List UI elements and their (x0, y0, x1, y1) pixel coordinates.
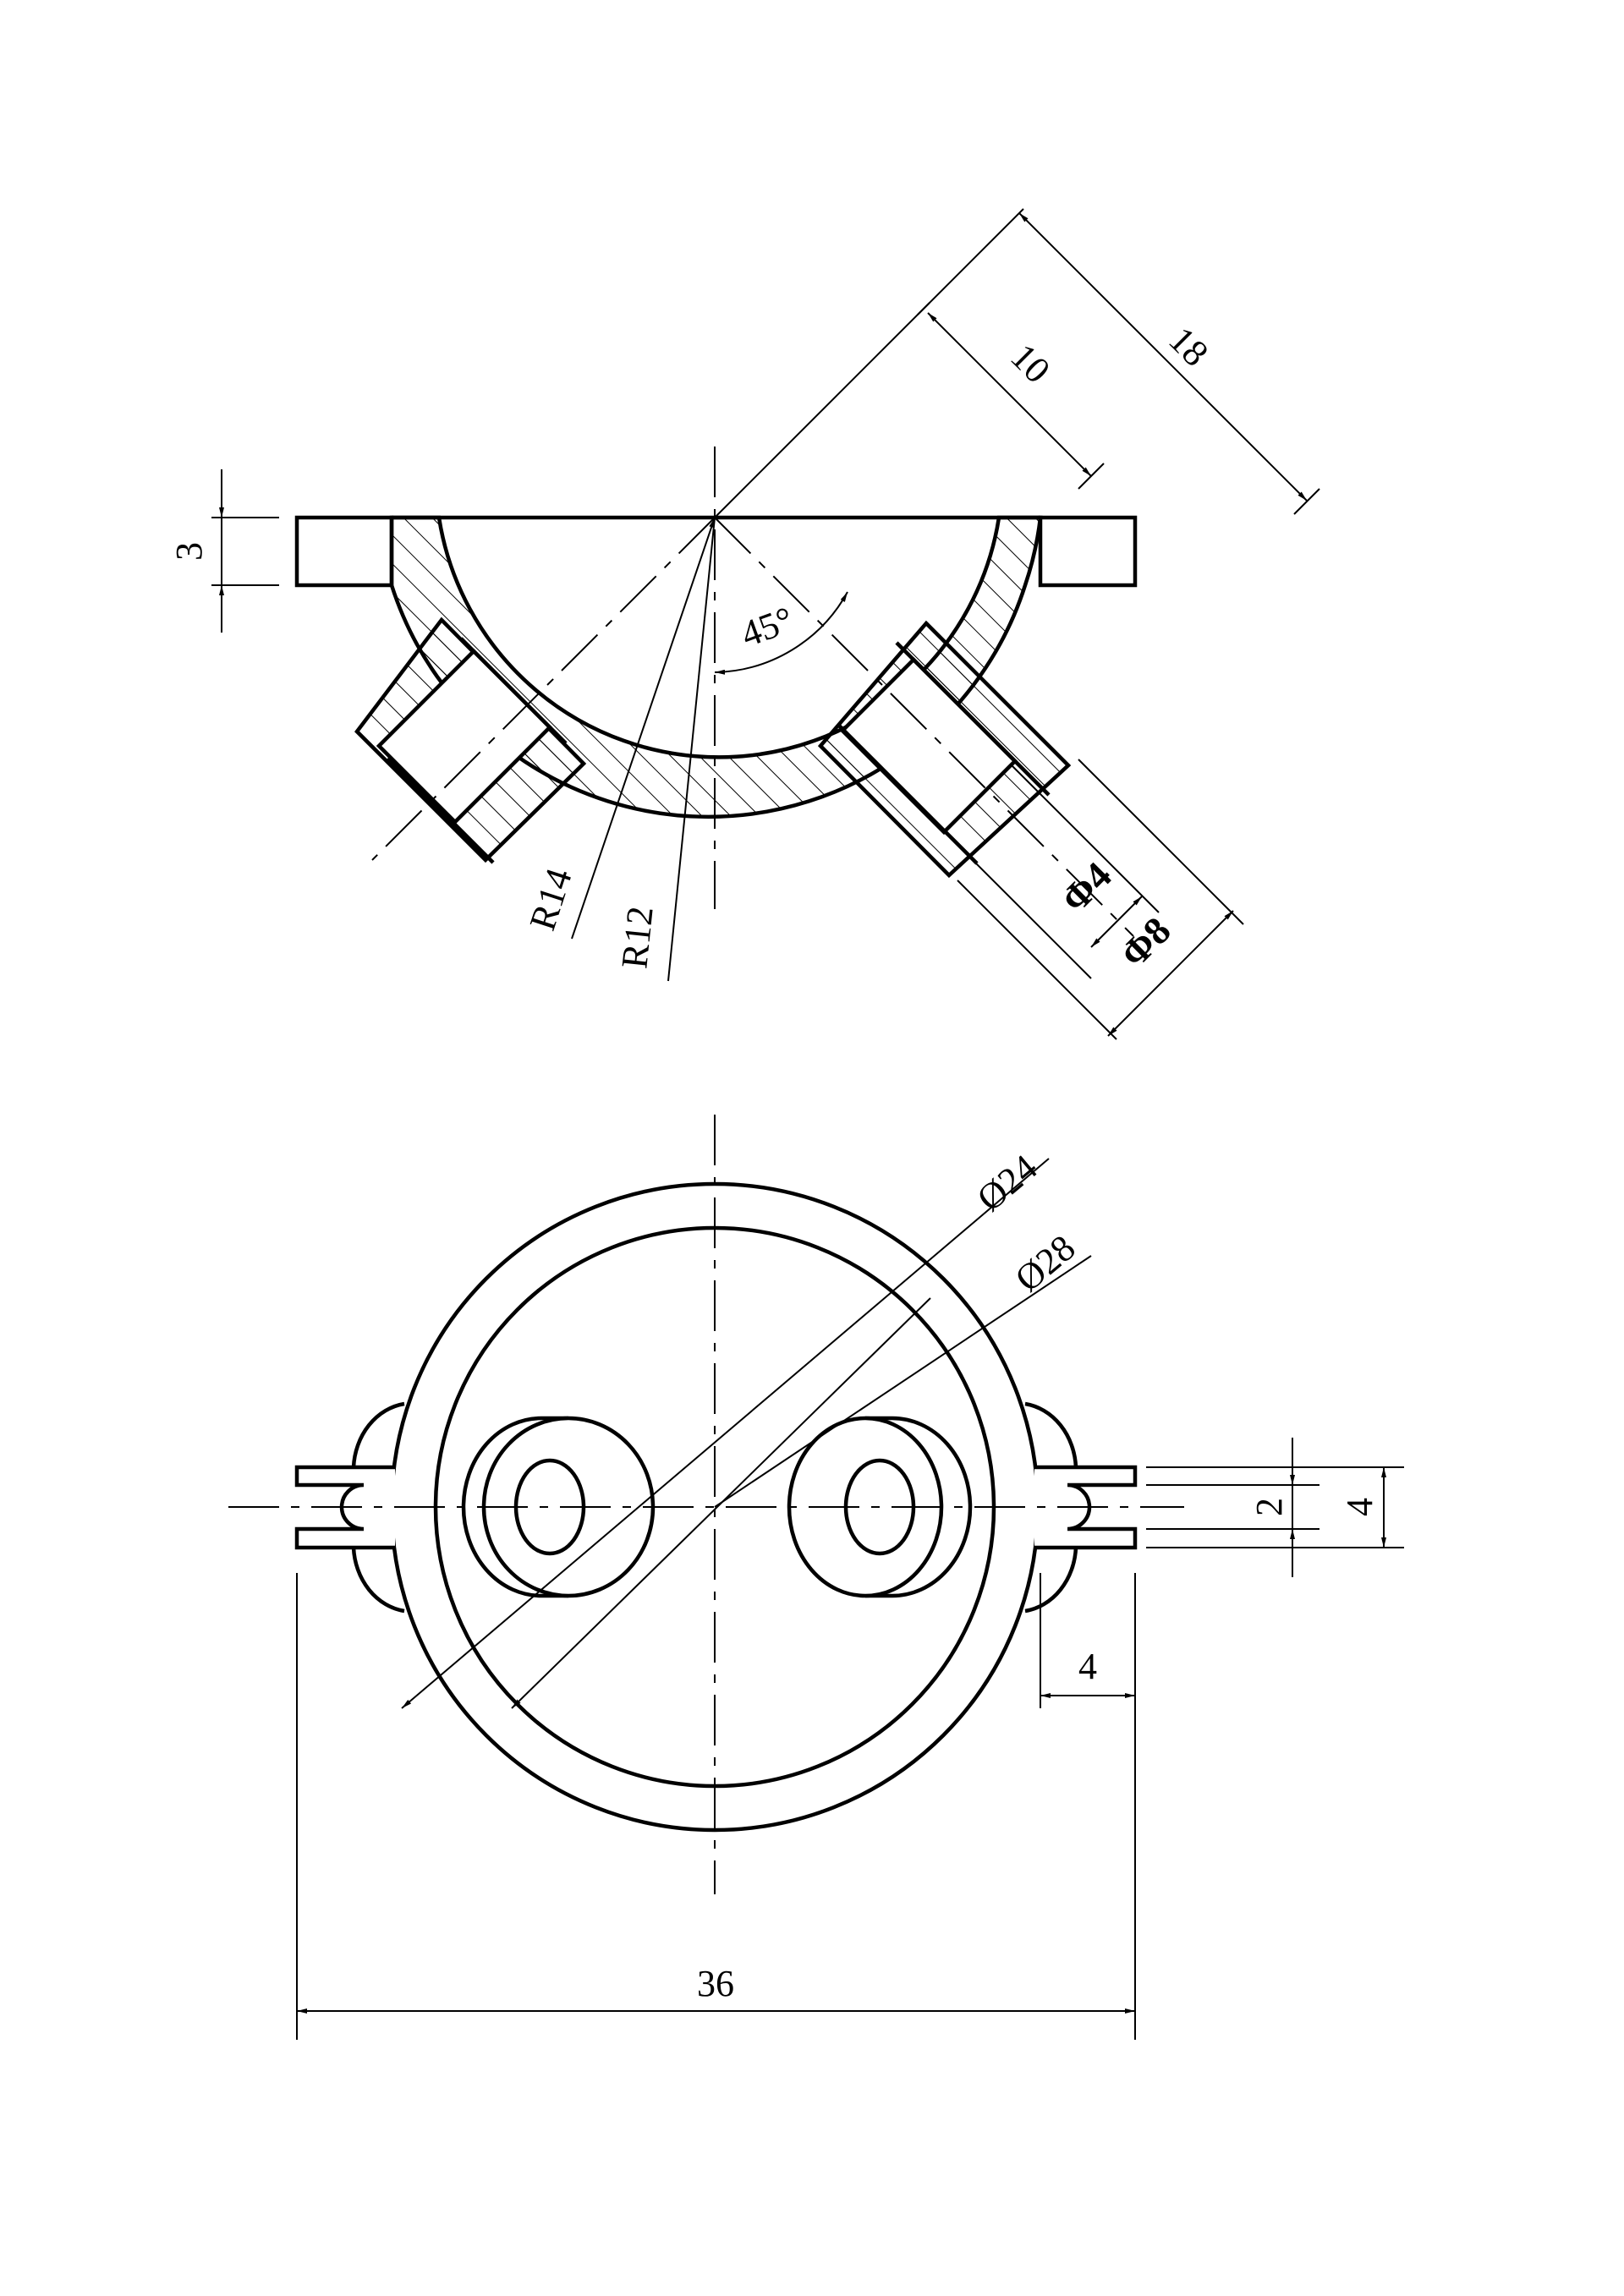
dim-inner-radius: R12 (613, 904, 661, 970)
right-boss-axis (714, 517, 1134, 937)
dim-cut-radius: 10 (1002, 336, 1058, 392)
dim-outer-radius: R14 (522, 863, 580, 935)
dim-flange-thickness: 3 (168, 542, 210, 561)
dim-outer-diameter: Ø28 (1007, 1227, 1084, 1300)
plan-view (228, 1115, 1404, 2040)
dim-lug-height: 4 (1339, 1498, 1380, 1516)
right-flange (1038, 515, 1138, 588)
dim-inner-diameter: Ø24 (969, 1147, 1045, 1219)
section-view (211, 208, 1320, 1040)
right-boss (817, 620, 1072, 879)
dim-slot-width: 2 (1248, 1498, 1290, 1516)
dim-angle: 45° (736, 599, 799, 655)
left-boss (354, 616, 587, 864)
dim-boss-diameter: Φ8 (1111, 908, 1178, 975)
dim-overall-width: 36 (697, 1963, 734, 2004)
dim-boss-distance: 18 (1160, 319, 1216, 375)
left-flange (294, 515, 394, 588)
dim-lug-length: 4 (1078, 1646, 1097, 1687)
